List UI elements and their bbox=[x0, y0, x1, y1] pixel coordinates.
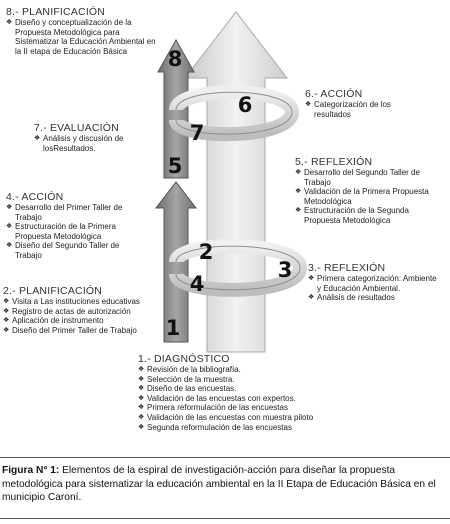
stage-5-item: Estructuración de la Segunda Propuesta M… bbox=[295, 206, 435, 225]
stage-4-title: 4.- ACCIÓN bbox=[6, 191, 64, 203]
stage-7-evaluacion: 7.- EVALUACIÓN Análisis y discusión de l… bbox=[34, 122, 144, 153]
caption-text: Elementos de la espiral de investigación… bbox=[2, 465, 436, 504]
stage-1-item: Diseño de las encuestas. bbox=[138, 384, 348, 394]
step-number-7: 7 bbox=[189, 121, 205, 145]
stage-2-title: 2.- PLANIFICACIÓN bbox=[3, 285, 103, 297]
stage-5-item: Desarrollo del Segundo Taller de Trabajo bbox=[295, 168, 435, 187]
stage-2-planificacion: 2.- PLANIFICACIÓN Visita a Las instituci… bbox=[3, 285, 163, 335]
step-number-8: 8 bbox=[167, 47, 183, 71]
stage-5-title: 5.- REFLEXIÓN bbox=[295, 156, 373, 168]
caption-bottom-rule bbox=[0, 518, 450, 519]
stage-1-item: Primera reformulación de las encuestas bbox=[138, 403, 348, 413]
stage-1-item: Segunda reformulación de las encuestas bbox=[138, 423, 348, 433]
lower-loop-outline bbox=[175, 245, 301, 291]
main-arrow-shape bbox=[183, 11, 289, 353]
stage-3-item: Primera categorización: Ambiente y Educa… bbox=[308, 274, 440, 293]
stage-2-item: Registro de actas de autorización bbox=[3, 307, 163, 317]
step-number-2: 2 bbox=[198, 240, 214, 264]
stage-1-item: Revisión de la bibliografía. bbox=[138, 365, 348, 375]
upper-loop-outline bbox=[175, 91, 293, 135]
stage-3-title: 3.- REFLEXIÓN bbox=[308, 262, 386, 274]
stage-4-item: Estructuración de la Primera Propuesta M… bbox=[6, 222, 144, 241]
stage-4-accion: 4.- ACCIÓN Desarrollo del Primer Taller … bbox=[6, 191, 144, 261]
stage-5-item: Validación de la Primera Propuesta Metod… bbox=[295, 187, 435, 206]
caption-top-rule bbox=[0, 457, 450, 458]
stage-6-title: 6.- ACCIÓN bbox=[305, 88, 363, 100]
stage-3-item: Análisis de resultados bbox=[308, 293, 440, 303]
stage-1-item: Selección de la muestra. bbox=[138, 375, 348, 385]
stage-5-reflexion: 5.- REFLEXIÓN Desarrollo del Segundo Tal… bbox=[295, 156, 435, 226]
stage-7-item: Análisis y discusión de losResultados. bbox=[34, 134, 144, 153]
stage-7-title: 7.- EVALUACIÓN bbox=[34, 122, 119, 134]
stage-8-planificacion: 8.- PLANIFICACIÓN Diseño y conceptualiza… bbox=[6, 6, 156, 56]
step-number-4: 4 bbox=[189, 272, 205, 296]
step-number-3: 3 bbox=[277, 258, 293, 282]
stage-2-item: Aplicación de instrumento bbox=[3, 316, 163, 326]
stage-2-item: Diseño del Primer Taller de Trabajo bbox=[3, 326, 163, 336]
stage-4-item: Desarrollo del Primer Taller de Trabajo bbox=[6, 203, 144, 222]
step-number-5: 5 bbox=[167, 154, 183, 178]
stage-1-title: 1.- DIAGNÓSTICO bbox=[138, 353, 230, 365]
step-number-6: 6 bbox=[237, 93, 253, 117]
step-number-1: 1 bbox=[165, 316, 181, 340]
stage-6-item: Categorización de los resultados bbox=[305, 100, 415, 119]
stage-4-item: Diseño del Segundo Taller de Trabajo bbox=[6, 241, 144, 260]
stage-8-title: 8.- PLANIFICACIÓN bbox=[6, 6, 106, 18]
stage-8-item: Diseño y conceptualización de la Propues… bbox=[6, 18, 156, 56]
stage-2-item: Visita a Las instituciones educativas bbox=[3, 297, 163, 307]
figure-caption: Figura N° 1: Elementos de la espiral de … bbox=[2, 464, 448, 505]
stage-1-item: Validación de las encuestas con expertos… bbox=[138, 394, 348, 404]
stage-3-reflexion: 3.- REFLEXIÓN Primera categorización: Am… bbox=[308, 262, 440, 303]
caption-label: Figura N° 1: bbox=[2, 465, 60, 476]
stage-1-diagnostico: 1.- DIAGNÓSTICO Revisión de la bibliogra… bbox=[138, 353, 348, 432]
spiral-diagram bbox=[154, 11, 308, 353]
stage-6-accion: 6.- ACCIÓN Categorización de los resulta… bbox=[305, 88, 415, 119]
stage-1-item: Validación de las encuestas con muestra … bbox=[138, 413, 348, 423]
